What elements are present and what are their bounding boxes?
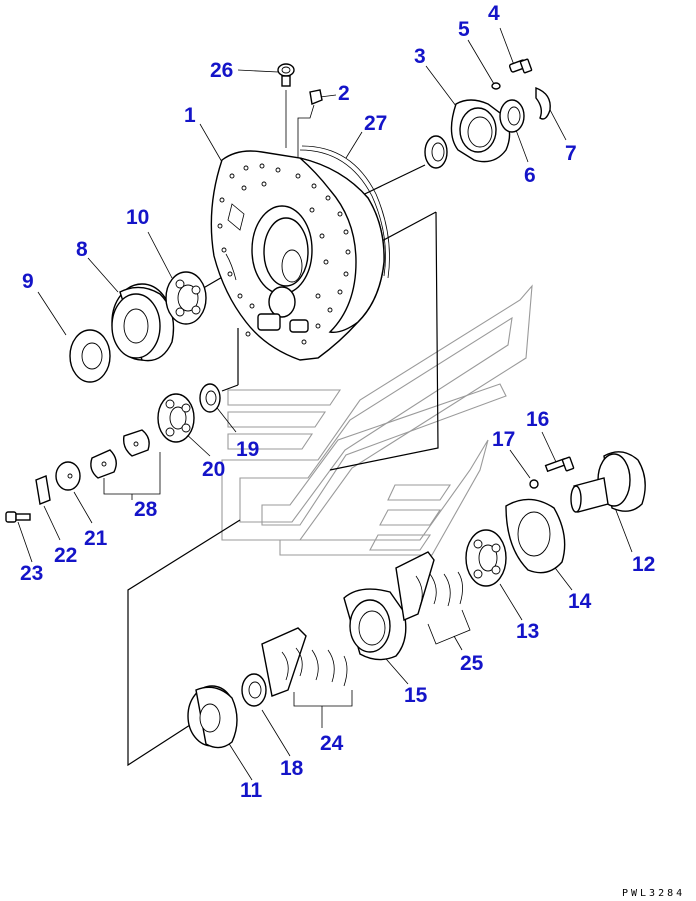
leader-lines [17, 27, 633, 781]
callout-24: 24 [320, 732, 344, 755]
part-shims-24 [261, 627, 348, 697]
callout-10: 10 [126, 206, 149, 229]
part-bearing-9 [69, 329, 111, 383]
callout-28: 28 [134, 498, 158, 521]
callout-1: 1 [184, 104, 196, 127]
part-bearing-10 [165, 271, 207, 325]
callout-16: 16 [526, 408, 549, 431]
callout-21: 21 [84, 527, 108, 550]
callout-19: 19 [236, 438, 259, 461]
part-lock-plate-22 [35, 475, 51, 505]
callout-14: 14 [568, 590, 592, 613]
callout-5: 5 [458, 18, 470, 41]
part-seal-upper [424, 135, 448, 169]
callout-27: 27 [364, 112, 387, 135]
part-snap-ring-7 [535, 86, 551, 120]
callout-4: 4 [488, 2, 500, 25]
callout-22: 22 [54, 544, 77, 567]
part-cover-14 [505, 498, 566, 574]
part-gear-8 [111, 283, 175, 362]
callout-3: 3 [414, 45, 426, 68]
callout-6: 6 [524, 164, 536, 187]
part-cover-3 [450, 99, 511, 163]
part-washer-5 [491, 82, 501, 90]
part-plate-21 [55, 461, 81, 491]
callout-26: 26 [210, 59, 233, 82]
callout-11: 11 [240, 779, 263, 802]
callout-17: 17 [492, 428, 515, 451]
part-gasket-27 [299, 145, 390, 279]
part-bearing-13 [465, 529, 507, 587]
callout-12: 12 [632, 553, 655, 576]
callout-9: 9 [22, 270, 34, 293]
part-washer-17 [529, 479, 539, 489]
callout-2: 2 [338, 82, 350, 105]
part-spacer-18 [241, 673, 267, 707]
part-flywheel-housing [210, 150, 385, 361]
part-shim-28 [90, 429, 150, 479]
part-shims-25 [395, 551, 463, 621]
callout-7: 7 [565, 142, 577, 165]
part-plug-2 [309, 89, 323, 105]
callout-20: 20 [202, 458, 225, 481]
callout-labels: 1 2 3 4 5 6 7 8 9 10 11 12 13 14 15 16 1… [20, 2, 655, 802]
part-gear-11 [187, 685, 238, 749]
part-bolt-23 [5, 511, 31, 523]
part-bolt-4 [508, 58, 533, 74]
part-retainer-15 [343, 588, 407, 661]
part-eye-bolt-26 [277, 63, 295, 87]
watermark-logo [221, 284, 533, 556]
part-spacer-19 [199, 383, 221, 413]
part-bolt-16 [544, 456, 575, 473]
drawing-code: PWL3284 [622, 888, 685, 899]
callout-15: 15 [404, 684, 428, 707]
part-bearing-20 [157, 393, 195, 443]
callout-23: 23 [20, 562, 43, 585]
callout-8: 8 [76, 238, 88, 261]
callout-18: 18 [280, 757, 304, 780]
callout-25: 25 [460, 652, 484, 675]
part-bearing-6 [499, 99, 525, 133]
part-gear-12 [570, 451, 646, 513]
callout-13: 13 [516, 620, 539, 643]
